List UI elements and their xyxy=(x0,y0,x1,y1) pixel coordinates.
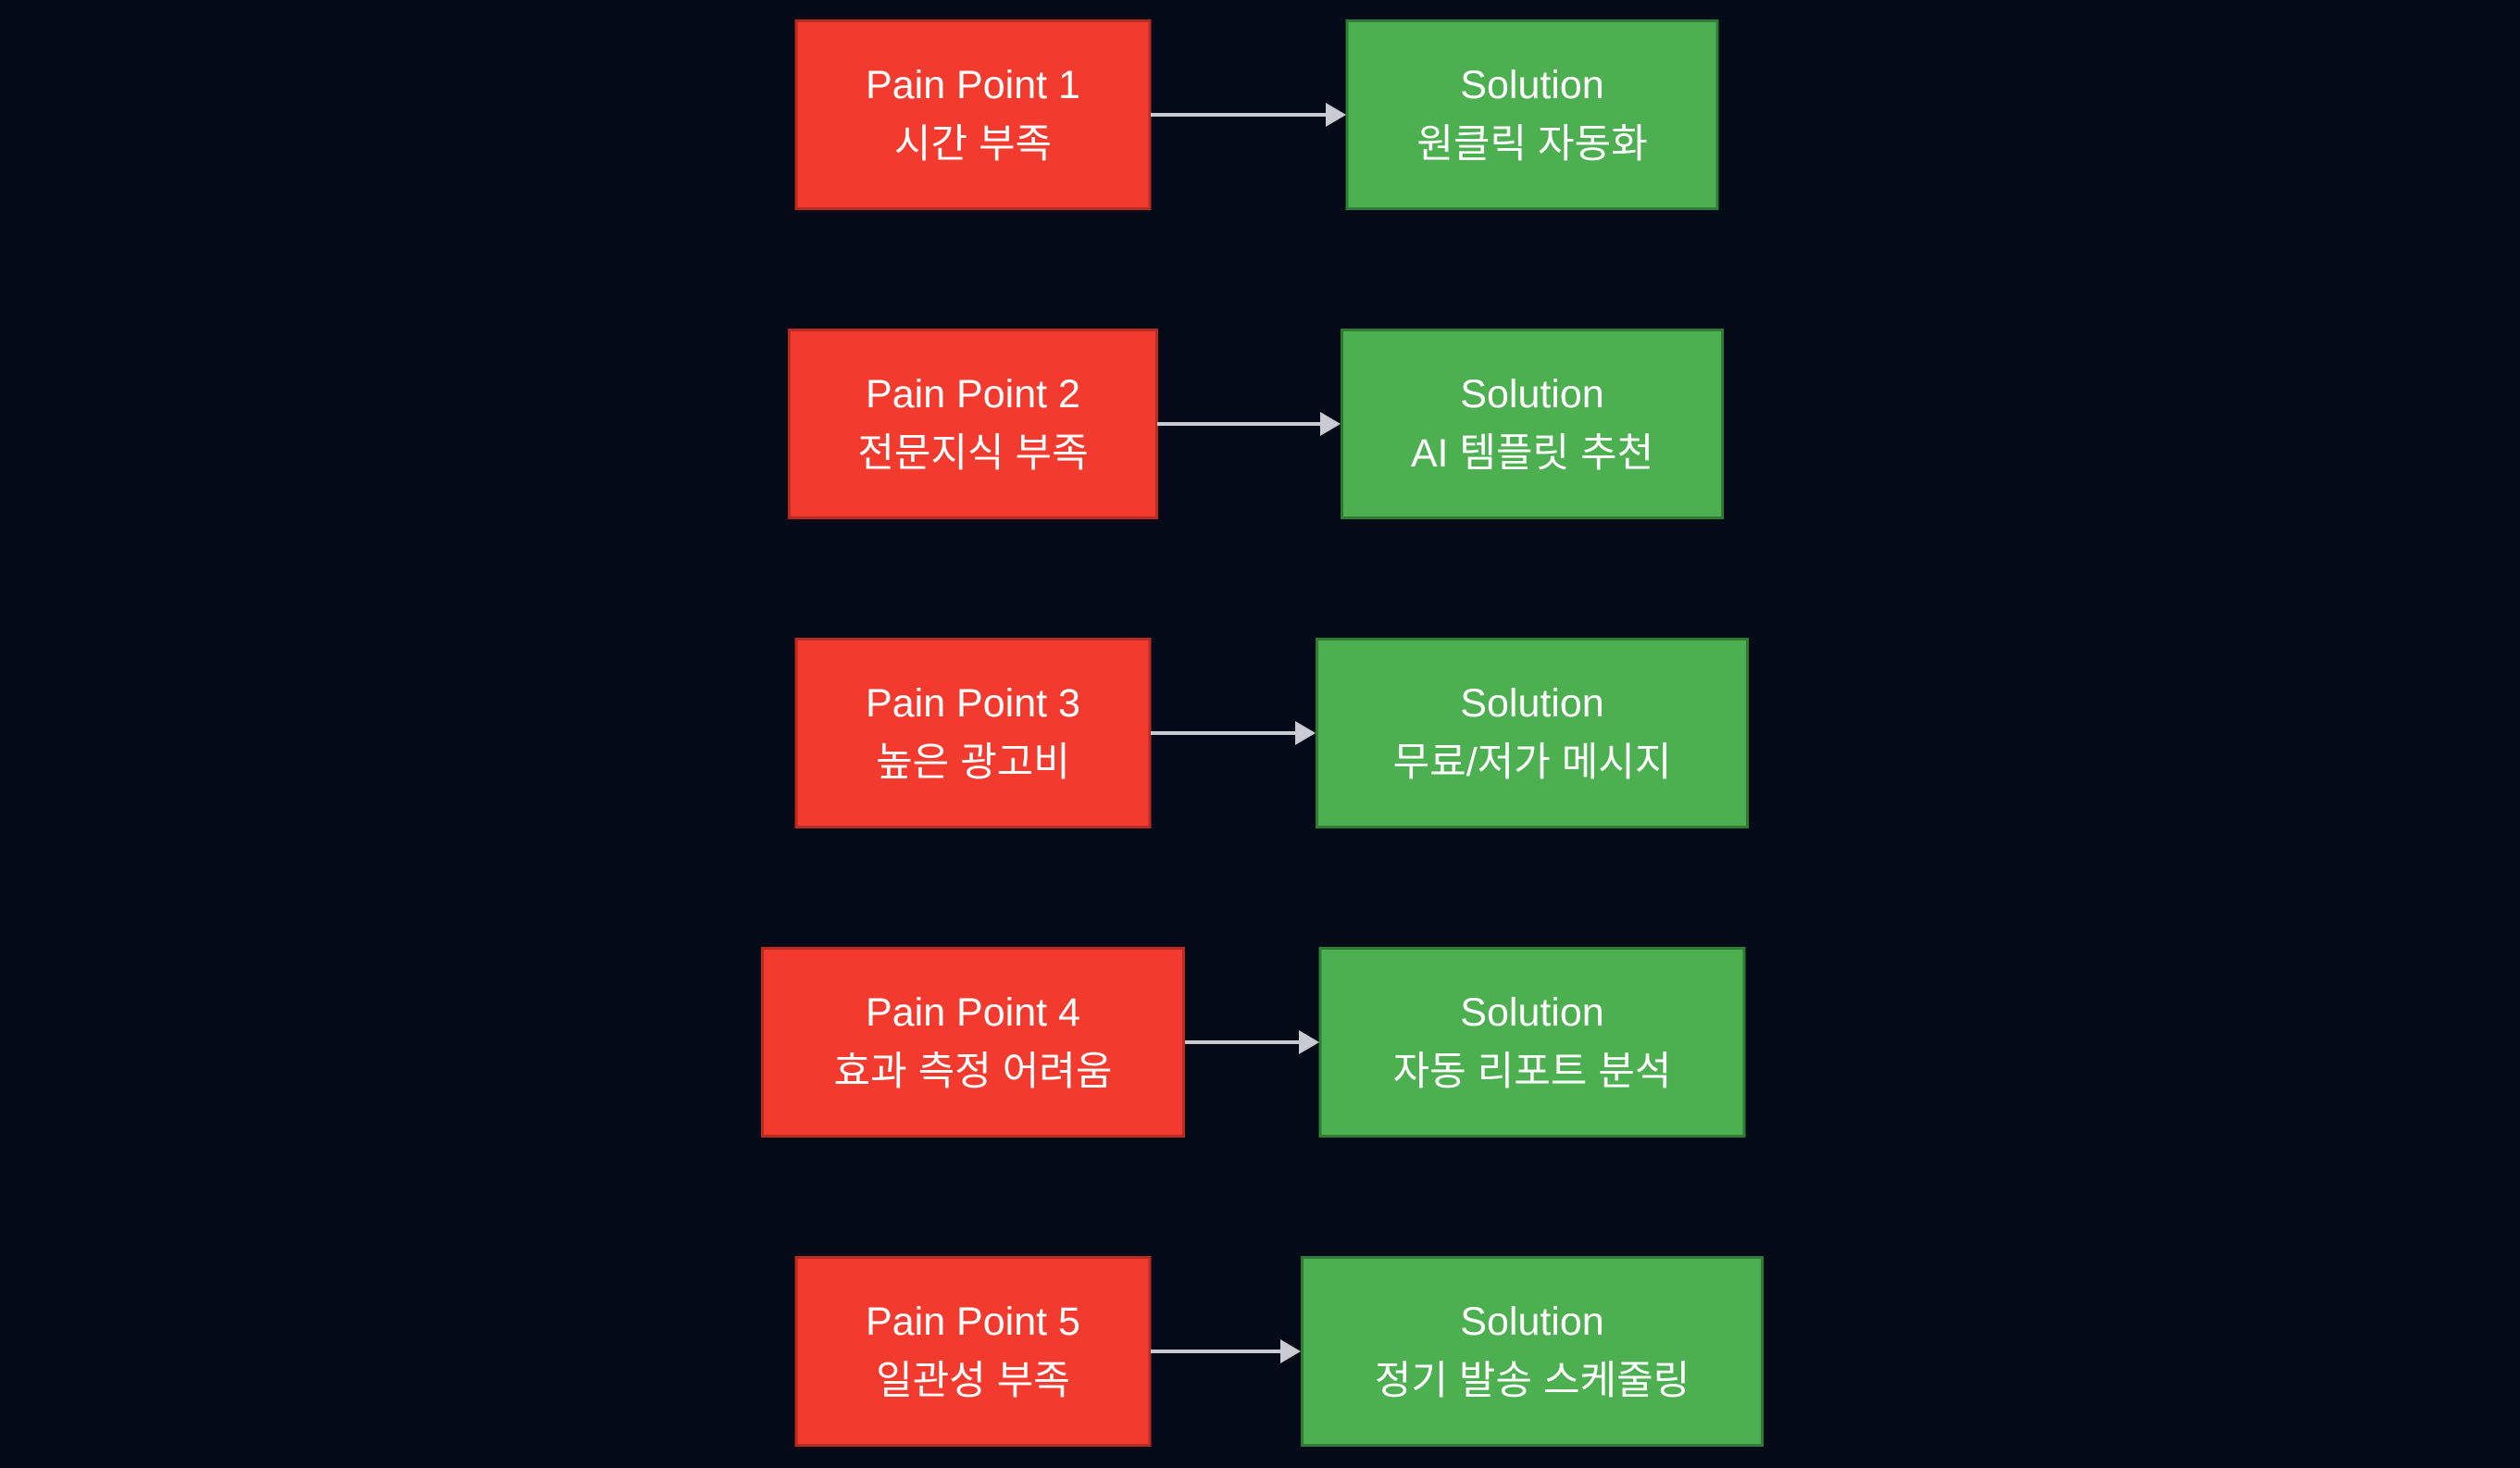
solution-title: Solution xyxy=(1460,681,1604,726)
pain-point-title: Pain Point 2 xyxy=(866,372,1080,417)
arrow-head-icon xyxy=(1320,412,1341,436)
arrow-head-icon xyxy=(1326,103,1346,127)
arrow-connector xyxy=(1151,1256,1301,1447)
solution-title: Solution xyxy=(1460,1300,1604,1344)
solution-3-node: Solution 무료/저가 메시지 xyxy=(1316,638,1749,828)
mapping-row-3: Pain Point 3 높은 광고비 Solution 무료/저가 메시지 xyxy=(0,638,2520,828)
pain-point-5-node: Pain Point 5 일관성 부족 xyxy=(794,1256,1152,1447)
arrow-connector xyxy=(1157,329,1341,519)
arrow-line xyxy=(1157,422,1328,426)
solution-5-node: Solution 정기 발송 스케줄링 xyxy=(1301,1256,1764,1447)
arrow-head-icon xyxy=(1299,1030,1319,1054)
arrow-line xyxy=(1151,1350,1288,1353)
solution-subtitle: 무료/저가 메시지 xyxy=(1392,740,1672,785)
pain-point-title: Pain Point 4 xyxy=(866,990,1080,1035)
mapping-row-1: Pain Point 1 시간 부족 Solution 원클릭 자동화 xyxy=(0,19,2520,210)
mapping-row-5: Pain Point 5 일관성 부족 Solution 정기 발송 스케줄링 xyxy=(0,1256,2520,1447)
pain-point-2-node: Pain Point 2 전문지식 부족 xyxy=(788,329,1158,519)
arrow-head-icon xyxy=(1280,1339,1301,1363)
pain-point-title: Pain Point 3 xyxy=(866,681,1080,726)
solution-subtitle: 자동 리포트 분석 xyxy=(1392,1050,1672,1094)
solution-1-node: Solution 원클릭 자동화 xyxy=(1345,19,1719,210)
solution-2-node: Solution AI 템플릿 추천 xyxy=(1341,329,1724,519)
arrow-line xyxy=(1151,113,1333,117)
arrow-connector xyxy=(1151,19,1346,210)
solution-subtitle: AI 템플릿 추천 xyxy=(1410,431,1654,476)
pain-point-1-node: Pain Point 1 시간 부족 xyxy=(794,19,1152,210)
solution-title: Solution xyxy=(1460,63,1604,107)
arrow-head-icon xyxy=(1295,721,1316,745)
pain-point-4-node: Pain Point 4 효과 측정 어려움 xyxy=(761,947,1185,1138)
pain-point-subtitle: 높은 광고비 xyxy=(876,740,1070,785)
pain-point-title: Pain Point 5 xyxy=(866,1300,1080,1344)
arrow-connector xyxy=(1185,947,1319,1138)
solution-subtitle: 정기 발송 스케줄링 xyxy=(1374,1359,1690,1403)
arrow-line xyxy=(1185,1040,1306,1044)
mapping-row-2: Pain Point 2 전문지식 부족 Solution AI 템플릿 추천 xyxy=(0,329,2520,519)
pain-point-3-node: Pain Point 3 높은 광고비 xyxy=(794,638,1152,828)
mapping-row-4: Pain Point 4 효과 측정 어려움 Solution 자동 리포트 분… xyxy=(0,947,2520,1138)
pain-point-subtitle: 효과 측정 어려움 xyxy=(833,1050,1113,1094)
pain-point-title: Pain Point 1 xyxy=(866,63,1080,107)
arrow-connector xyxy=(1151,638,1316,828)
pain-point-subtitle: 일관성 부족 xyxy=(876,1359,1070,1403)
solution-subtitle: 원클릭 자동화 xyxy=(1416,122,1648,167)
solution-4-node: Solution 자동 리포트 분석 xyxy=(1318,947,1746,1138)
pain-point-subtitle: 시간 부족 xyxy=(893,122,1053,167)
pain-point-subtitle: 전문지식 부족 xyxy=(857,431,1089,476)
solution-title: Solution xyxy=(1460,372,1604,417)
arrow-line xyxy=(1151,731,1303,735)
solution-title: Solution xyxy=(1460,990,1604,1035)
